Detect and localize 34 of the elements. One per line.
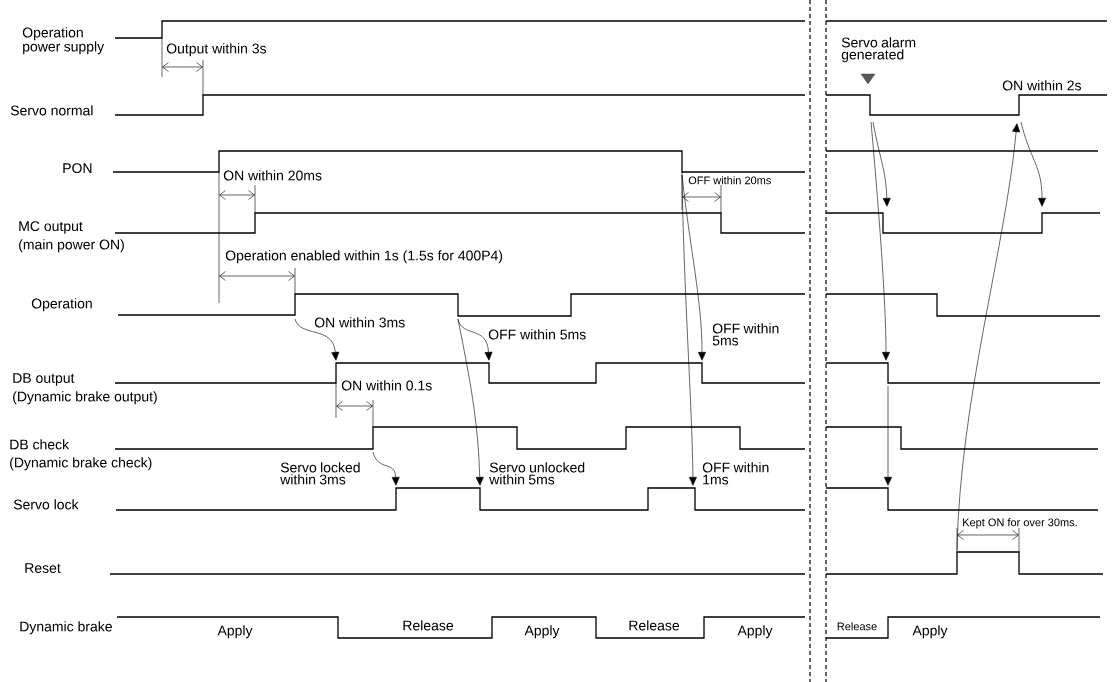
state-label: Apply	[737, 625, 773, 639]
state-label: Release	[403, 620, 454, 631]
timing-note: Servo unlocked within 5ms	[489, 462, 585, 485]
timing-note: Servo alarm generated	[841, 37, 916, 63]
timing-note: ON within 0.1s	[341, 380, 432, 391]
signal-name: Servo normal	[10, 105, 93, 116]
timing-note: Servo locked within 3ms	[280, 462, 360, 485]
signal-description: (main power ON)	[19, 239, 124, 253]
timing-note: OFF within 5ms	[712, 323, 779, 346]
state-label: Release	[837, 622, 877, 631]
signal-name: DB check	[10, 439, 70, 450]
timing-note: ON within 20ms	[223, 170, 322, 181]
timing-note: Operation enabled within 1s (1.5s for 400P4)	[225, 250, 503, 264]
timing-note: ON within 3ms	[314, 317, 405, 328]
signal-name: Reset	[25, 563, 61, 573]
signal-name: Operation power supply	[22, 27, 105, 55]
signal-name: Dynamic brake	[20, 621, 112, 635]
signal-description: (Dynamic brake check)	[10, 457, 152, 471]
timing-note: Output within 3s	[166, 43, 267, 57]
signal-name: Servo lock	[13, 499, 79, 510]
state-label: Apply	[524, 625, 560, 639]
timing-note: OFF within 1ms	[702, 462, 769, 485]
timing-note: OFF within 20ms	[688, 176, 771, 185]
signal-name: Operation	[31, 298, 92, 312]
signal-name: PON	[63, 163, 92, 174]
state-label: Apply	[217, 625, 253, 639]
timing-note: Kept ON for over 30ms.	[963, 518, 1077, 529]
state-label: Release	[629, 620, 680, 631]
timing-note: OFF within 5ms	[488, 329, 586, 340]
signal-name: MC output	[19, 221, 83, 234]
signal-name: DB output	[13, 373, 75, 386]
signal-description: (Dynamic brake output)	[13, 391, 157, 405]
timing-note: ON within 2s	[1002, 80, 1082, 91]
state-label: Apply	[912, 625, 948, 639]
